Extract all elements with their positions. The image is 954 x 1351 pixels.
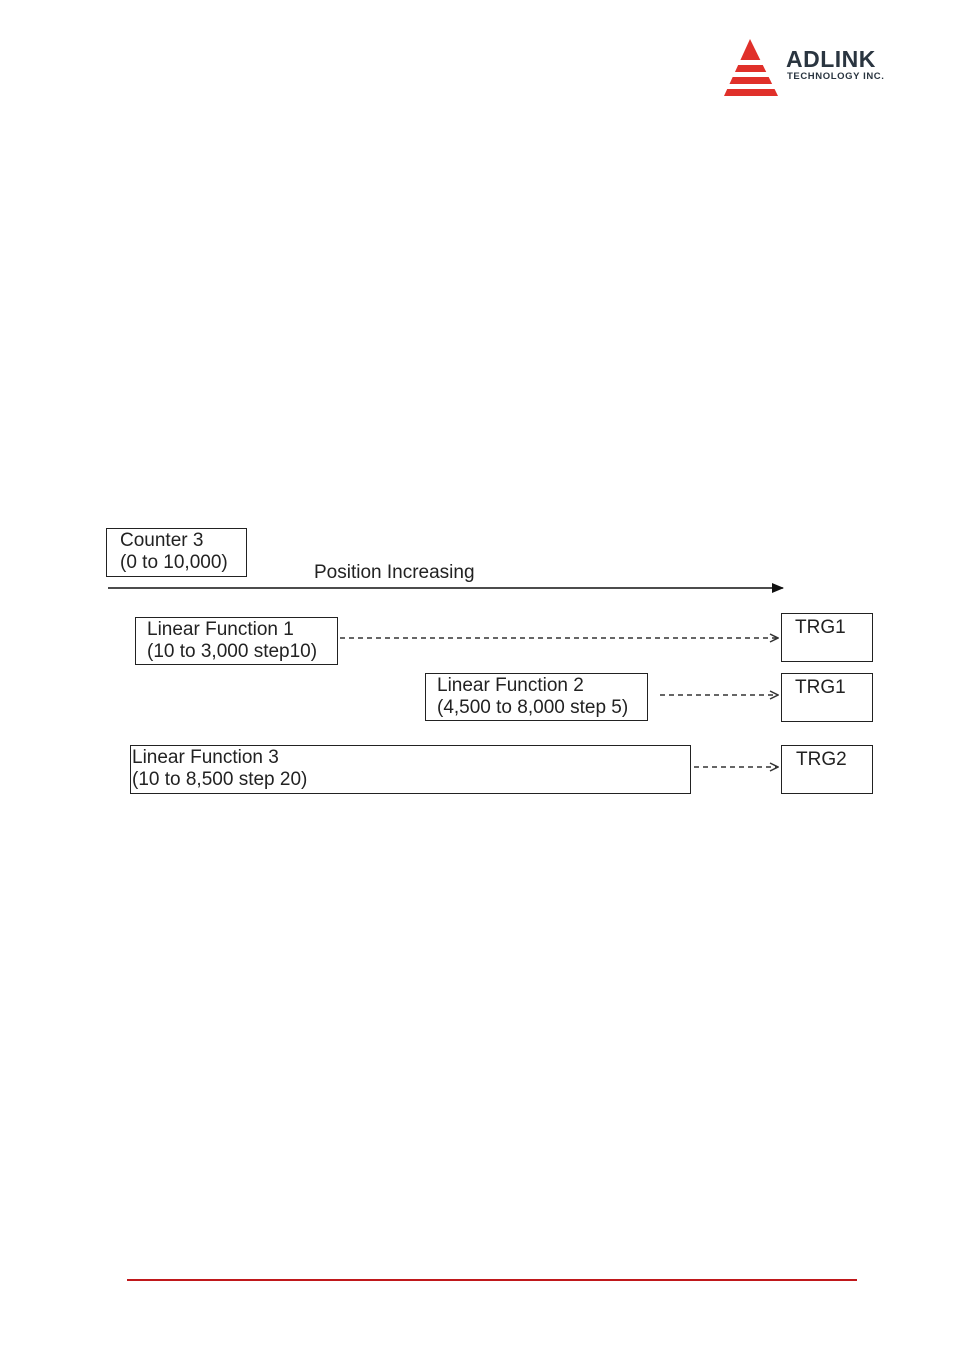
linear-function-1-box: Linear Function 1 (10 to 3,000 step10) — [135, 617, 338, 665]
counter-box: Counter 3 (0 to 10,000) — [106, 528, 247, 577]
counter-title: Counter 3 — [120, 530, 246, 552]
trigger-box-1: TRG1 — [781, 613, 873, 662]
trigger-1-label: TRG1 — [795, 617, 872, 639]
trigger-box-2: TRG1 — [781, 673, 873, 722]
trigger-3-label: TRG2 — [796, 749, 872, 771]
axis-label: Position Increasing — [314, 562, 475, 584]
linear-function-2-box: Linear Function 2 (4,500 to 8,000 step 5… — [425, 673, 648, 721]
linear-function-1-range: (10 to 3,000 step10) — [147, 641, 337, 663]
linear-function-2-title: Linear Function 2 — [437, 675, 647, 697]
footer-divider — [127, 1279, 857, 1281]
linear-function-3-range: (10 to 8,500 step 20) — [132, 769, 690, 791]
linear-function-1-title: Linear Function 1 — [147, 619, 337, 641]
counter-range: (0 to 10,000) — [120, 552, 246, 574]
linear-function-3-box: Linear Function 3 (10 to 8,500 step 20) — [130, 745, 691, 794]
trigger-2-label: TRG1 — [795, 677, 872, 699]
linear-function-3-title: Linear Function 3 — [132, 747, 690, 769]
trigger-box-3: TRG2 — [781, 745, 873, 794]
linear-function-2-range: (4,500 to 8,000 step 5) — [437, 697, 647, 719]
